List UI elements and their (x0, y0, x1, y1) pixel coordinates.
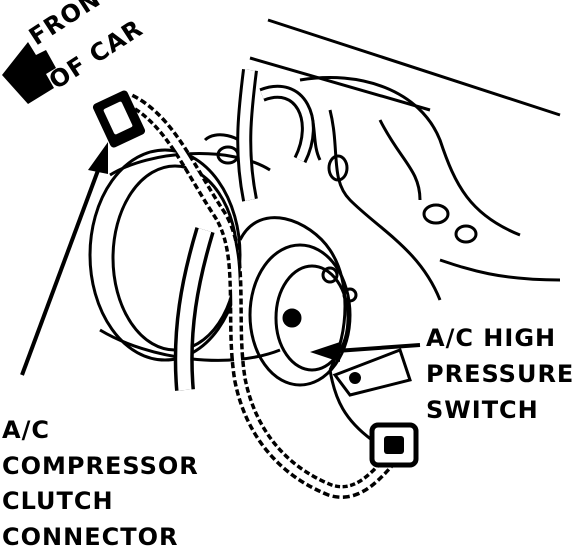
clutch-label-line-1: A/C (2, 416, 50, 444)
clutch-connector-label: A/C COMPRESSOR CLUTCH CONNECTOR (2, 416, 199, 550)
refrigerant-hoses (173, 69, 315, 391)
pressure-switch-leader (310, 342, 421, 362)
engine-bracket (249, 18, 561, 301)
clutch-label-line-2: COMPRESSOR (2, 452, 199, 480)
pressure-label-line-3: SWITCH (426, 396, 539, 424)
pressure-label-line-1: A/C HIGH (426, 324, 556, 352)
clutch-connector-leader (20, 142, 108, 376)
pressure-label-line-2: PRESSURE (426, 360, 574, 388)
clutch-label-line-4: CONNECTOR (2, 523, 178, 550)
clutch-label-line-3: CLUTCH (2, 487, 114, 515)
arrow-left-icon (2, 42, 56, 104)
pressure-switch-label: A/C HIGH PRESSURE SWITCH (426, 324, 574, 424)
clutch-wire-harness (126, 93, 401, 499)
pressure-switch-bracket (332, 348, 412, 397)
front-of-car-indicator: FRONT OF CAR (2, 0, 148, 104)
pressure-switch-connector (328, 369, 419, 468)
clutch-connector-plug (92, 90, 146, 148)
ac-compressor (88, 133, 358, 387)
